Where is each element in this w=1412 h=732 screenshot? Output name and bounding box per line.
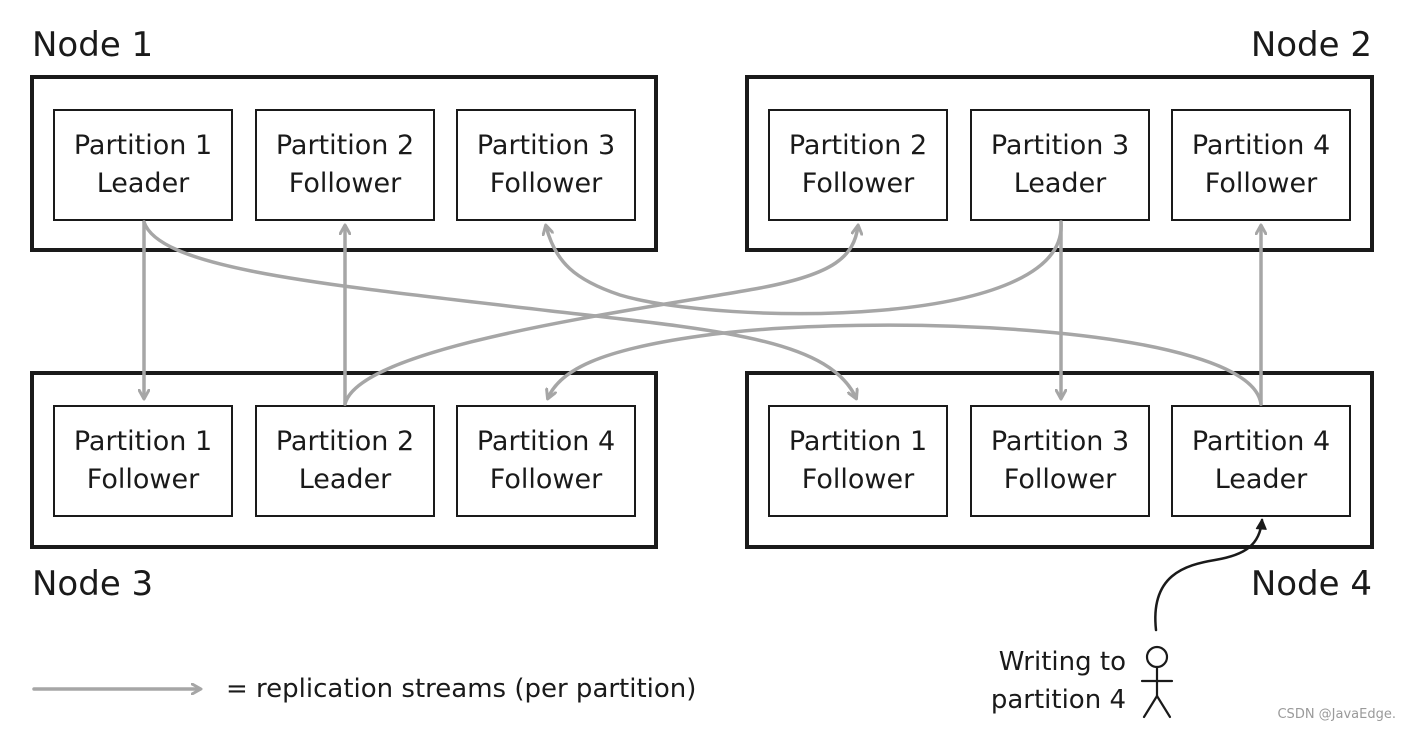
partition-name: Partition 2 [275,426,415,457]
partition-role: Leader [1214,464,1308,495]
node-3-label: Node 3 [32,564,154,604]
partition-role: Follower [1003,464,1117,495]
node-2-partition-2: Partition 2 Follower [768,109,948,221]
node-1-partition-2: Partition 2 Follower [255,109,435,221]
writer-label: Writing to partition 4 [991,643,1126,719]
partition-name: Partition 3 [990,130,1130,161]
writer-label-line-2: partition 4 [990,685,1126,715]
partition-name: Partition 4 [1191,426,1331,457]
stream-p4-to-node3 [548,323,1263,406]
node-4-partition-3: Partition 3 Follower [970,405,1150,517]
node-4-label: Node 4 [1250,564,1372,604]
stick-figure-person-icon [1140,645,1174,719]
node-1-label: Node 1 [32,25,154,65]
partition-role: Follower [801,168,915,199]
partition-role: Follower [1204,168,1318,199]
node-3-partition-4: Partition 4 Follower [456,405,636,517]
stream-p1-to-node4 [142,220,856,398]
node-1-partition-3: Partition 3 Follower [456,109,636,221]
node-2-label: Node 2 [1250,25,1372,65]
node-2-partition-3: Partition 3 Leader [970,109,1150,221]
partition-name: Partition 1 [73,130,213,161]
node-4-partition-4: Partition 4 Leader [1171,405,1351,517]
watermark: CSDN @JavaEdge. [1277,707,1396,722]
partition-role: Follower [288,168,402,199]
legend-text: = replication streams (per partition) [226,674,697,704]
partition-name: Partition 4 [476,426,616,457]
node-4-partition-1: Partition 1 Follower [768,405,948,517]
node-3-partition-1: Partition 1 Follower [53,405,233,517]
partition-role: Follower [86,464,200,495]
partition-name: Partition 1 [73,426,213,457]
writer-label-line-1: Writing to [998,647,1126,677]
partition-role: Follower [489,168,603,199]
partition-role: Leader [96,168,190,199]
partition-name: Partition 3 [990,426,1130,457]
node-2-partition-4: Partition 4 Follower [1171,109,1351,221]
stream-p3-to-node1 [546,220,1063,316]
stream-p2-to-node2 [343,226,858,406]
partition-name: Partition 2 [788,130,928,161]
partition-role: Leader [298,464,392,495]
partition-role: Follower [489,464,603,495]
write-arrow [1154,518,1267,632]
partition-name: Partition 3 [476,130,616,161]
partition-name: Partition 2 [275,130,415,161]
node-3-partition-2: Partition 2 Leader [255,405,435,517]
partition-role: Leader [1013,168,1107,199]
partition-role: Follower [801,464,915,495]
partition-name: Partition 1 [788,426,928,457]
node-1-partition-1: Partition 1 Leader [53,109,233,221]
partition-name: Partition 4 [1191,130,1331,161]
